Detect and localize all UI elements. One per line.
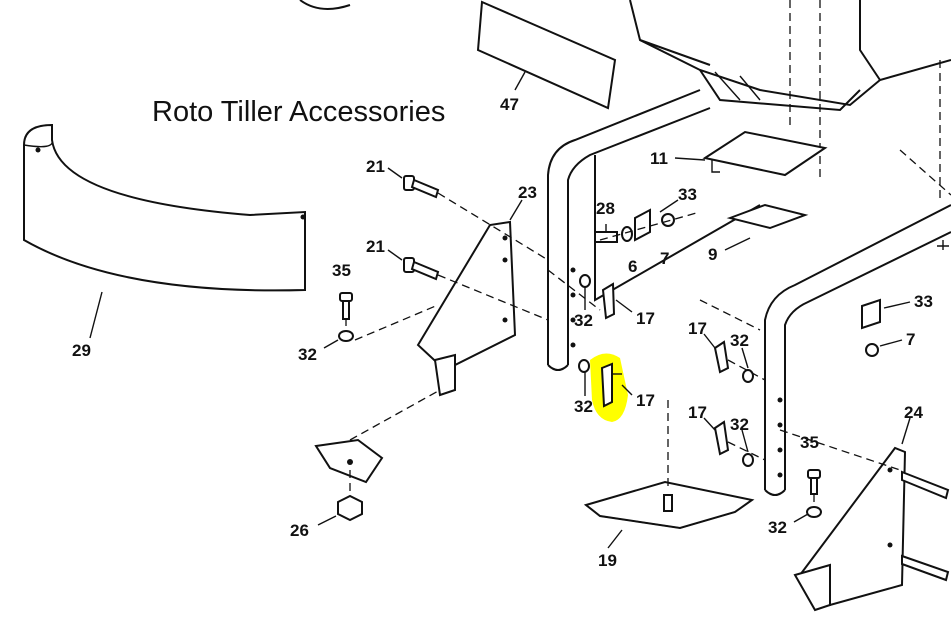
callout-32-left: 32: [298, 345, 317, 364]
callout-32-right: 32: [768, 518, 787, 537]
part-26-nut-plate: [314, 389, 441, 526]
part-33-clip-right: [861, 240, 949, 357]
callout-32-right-lower: 32: [730, 415, 749, 434]
callout-24: 24: [904, 403, 923, 422]
part-9-bracket: [724, 203, 809, 251]
callout-17-highlight: 17: [636, 391, 655, 410]
bolt-35-washer-32-right: [793, 469, 822, 523]
callout-17-right-lower: 17: [688, 403, 707, 422]
part-17-clips-right: [703, 333, 766, 467]
part-17-highlighted: [578, 353, 633, 422]
callout-35-left: 35: [332, 261, 351, 280]
part-17-clip-upper: [579, 274, 633, 320]
callout-7-right: 7: [906, 330, 915, 349]
hopper-body: [299, 0, 951, 200]
callout-17-right-upper: 17: [688, 319, 707, 338]
callout-29: 29: [72, 341, 91, 360]
callout-21-lower: 21: [366, 237, 385, 256]
part-23-bracket: [416, 199, 523, 397]
callout-32-upper: 32: [574, 311, 593, 330]
frame-tubes: [547, 89, 951, 496]
callout-32-highlight: 32: [574, 397, 593, 416]
part-24-bracket: [779, 417, 950, 612]
callout-23: 23: [518, 183, 537, 202]
callout-47: 47: [500, 95, 519, 114]
part-19-shoe: [583, 400, 755, 549]
callout-21-upper: 21: [366, 157, 385, 176]
callout-6: 6: [628, 257, 637, 276]
part-47-plate: [476, 0, 617, 110]
part-11-bracket: [674, 130, 828, 177]
callout-labels: 47 11 33 28 6 7 9 21 23 21 35 32 29 32 1…: [72, 95, 933, 570]
callout-32-right-upper: 32: [730, 331, 749, 350]
part-21-bolts: [387, 167, 549, 321]
callout-17-upper: 17: [636, 309, 655, 328]
callout-33-upper: 33: [678, 185, 697, 204]
callout-9: 9: [708, 245, 717, 264]
bolt-assembly-upper: [594, 199, 701, 243]
part-29-shield: [23, 123, 306, 339]
callout-28: 28: [596, 199, 615, 218]
callout-7-upper: 7: [660, 249, 669, 268]
callout-33-right: 33: [914, 292, 933, 311]
bolt-35-washer-32-left: [323, 292, 439, 349]
callout-35-right: 35: [800, 433, 819, 452]
diagram-title: Roto Tiller Accessories: [152, 96, 446, 128]
callout-19: 19: [598, 551, 617, 570]
callout-26: 26: [290, 521, 309, 540]
callout-11: 11: [650, 149, 668, 168]
